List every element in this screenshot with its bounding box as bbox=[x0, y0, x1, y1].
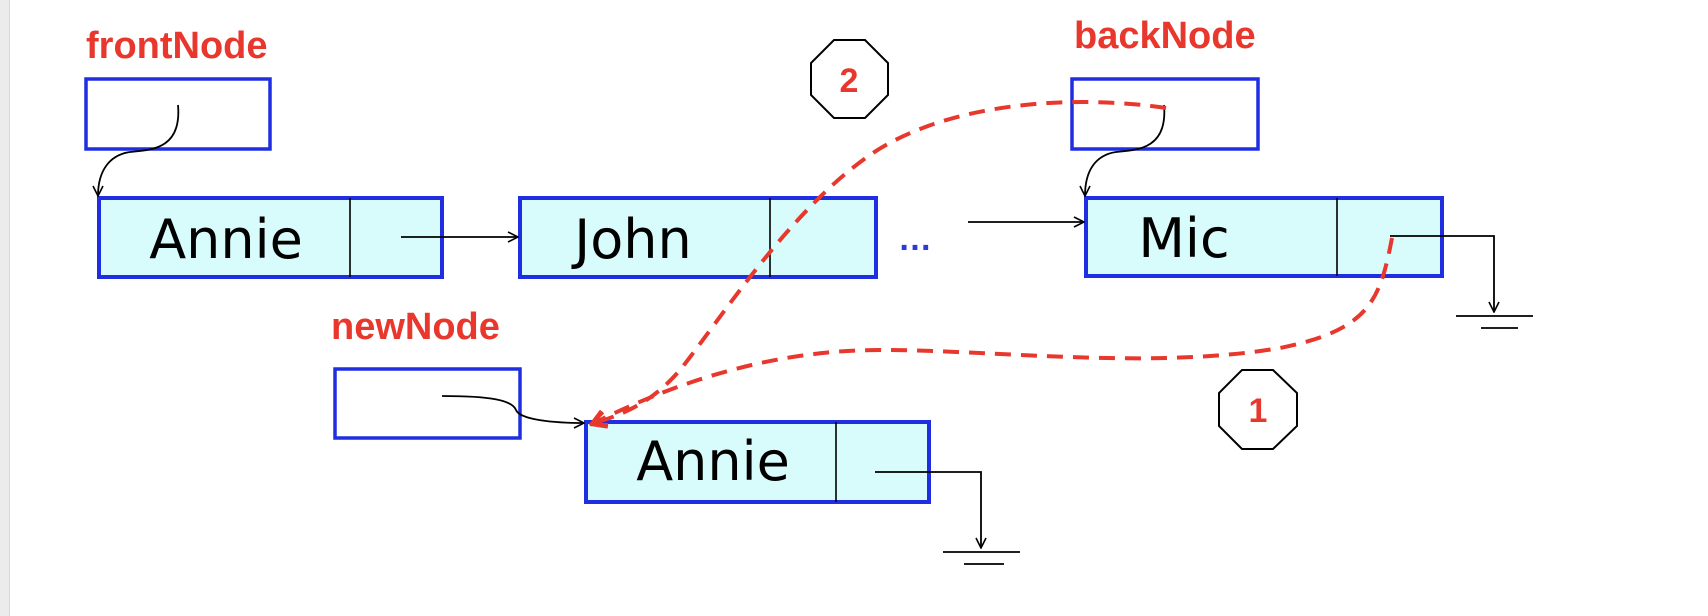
ellipsis: … bbox=[898, 220, 932, 258]
new-pointer-arrow bbox=[441, 395, 584, 423]
back-pointer-arrow bbox=[1085, 104, 1166, 196]
new-annie-null-arrow bbox=[875, 471, 981, 548]
new-node-label: newNode bbox=[331, 306, 500, 348]
new-node-pointer-box bbox=[333, 367, 522, 440]
left-edge-bar bbox=[0, 0, 10, 616]
step-1-dashed-arrow bbox=[592, 237, 1394, 424]
step-2-marker: 2 bbox=[810, 39, 889, 119]
step-1-octagon bbox=[1218, 369, 1298, 450]
step-2-octagon bbox=[810, 39, 889, 119]
step-1-number: 1 bbox=[1249, 392, 1268, 430]
node-new-annie-value: Annie bbox=[636, 430, 790, 493]
node-new-annie-box bbox=[584, 420, 931, 504]
node-annie: Annie bbox=[97, 196, 444, 279]
new-annie-null-pointer bbox=[875, 471, 1020, 565]
mic-null-pointer bbox=[1390, 235, 1533, 329]
node-annie-value: Annie bbox=[149, 208, 303, 271]
node-new-annie: Annie bbox=[584, 420, 931, 504]
step-2-number: 2 bbox=[840, 62, 859, 100]
front-pointer-arrow bbox=[98, 104, 180, 196]
node-john: John bbox=[518, 196, 878, 279]
step-1-marker: 1 bbox=[1218, 369, 1298, 450]
front-node-label: frontNode bbox=[86, 25, 268, 67]
node-mic-value: Mic bbox=[1138, 207, 1229, 270]
node-john-box bbox=[518, 196, 878, 279]
node-mic: Mic bbox=[1084, 196, 1444, 278]
back-node-label: backNode bbox=[1074, 15, 1256, 57]
node-john-value: John bbox=[571, 208, 691, 271]
mic-null-arrow bbox=[1390, 235, 1494, 312]
node-mic-box bbox=[1084, 196, 1444, 278]
step-2-dashed-arrow bbox=[592, 100, 1167, 424]
